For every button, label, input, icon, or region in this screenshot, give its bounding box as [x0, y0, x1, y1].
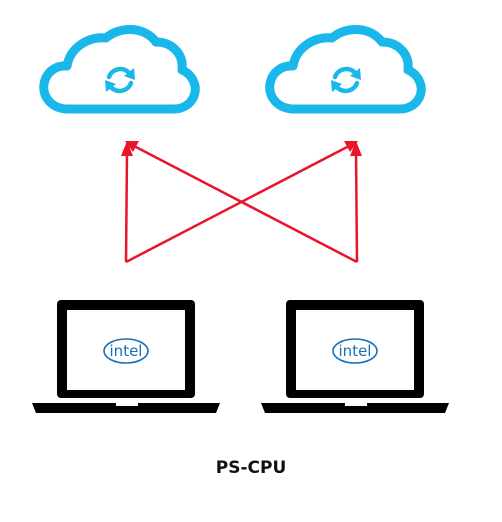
- cloud-sync-icon-right: [270, 29, 422, 109]
- arrow-cross-to-right: [125, 144, 350, 264]
- arrow-right-vertical: [354, 151, 359, 263]
- cloud-sync-icon-left: [44, 29, 196, 109]
- laptop-logo-text: intel: [339, 342, 372, 360]
- connection-arrows: [121, 141, 362, 264]
- diagram-caption: PS-CPU: [215, 458, 287, 478]
- arrow-head-cross-left: [125, 141, 139, 152]
- sync-icon: [105, 68, 135, 92]
- arrow-head-right: [350, 141, 362, 156]
- arrow-head-cross-right: [344, 141, 358, 152]
- arrow-cross-to-left: [133, 144, 358, 264]
- laptop-logo-text: intel: [110, 342, 143, 360]
- intel-logo-icon: intel: [332, 338, 378, 364]
- laptop-icon-left: intel: [32, 300, 220, 413]
- sync-icon: [331, 68, 361, 92]
- arrow-head-left: [121, 141, 133, 156]
- laptop-icon-right: intel: [261, 300, 449, 413]
- arrow-left-vertical: [124, 151, 129, 263]
- intel-logo-icon: intel: [103, 338, 149, 364]
